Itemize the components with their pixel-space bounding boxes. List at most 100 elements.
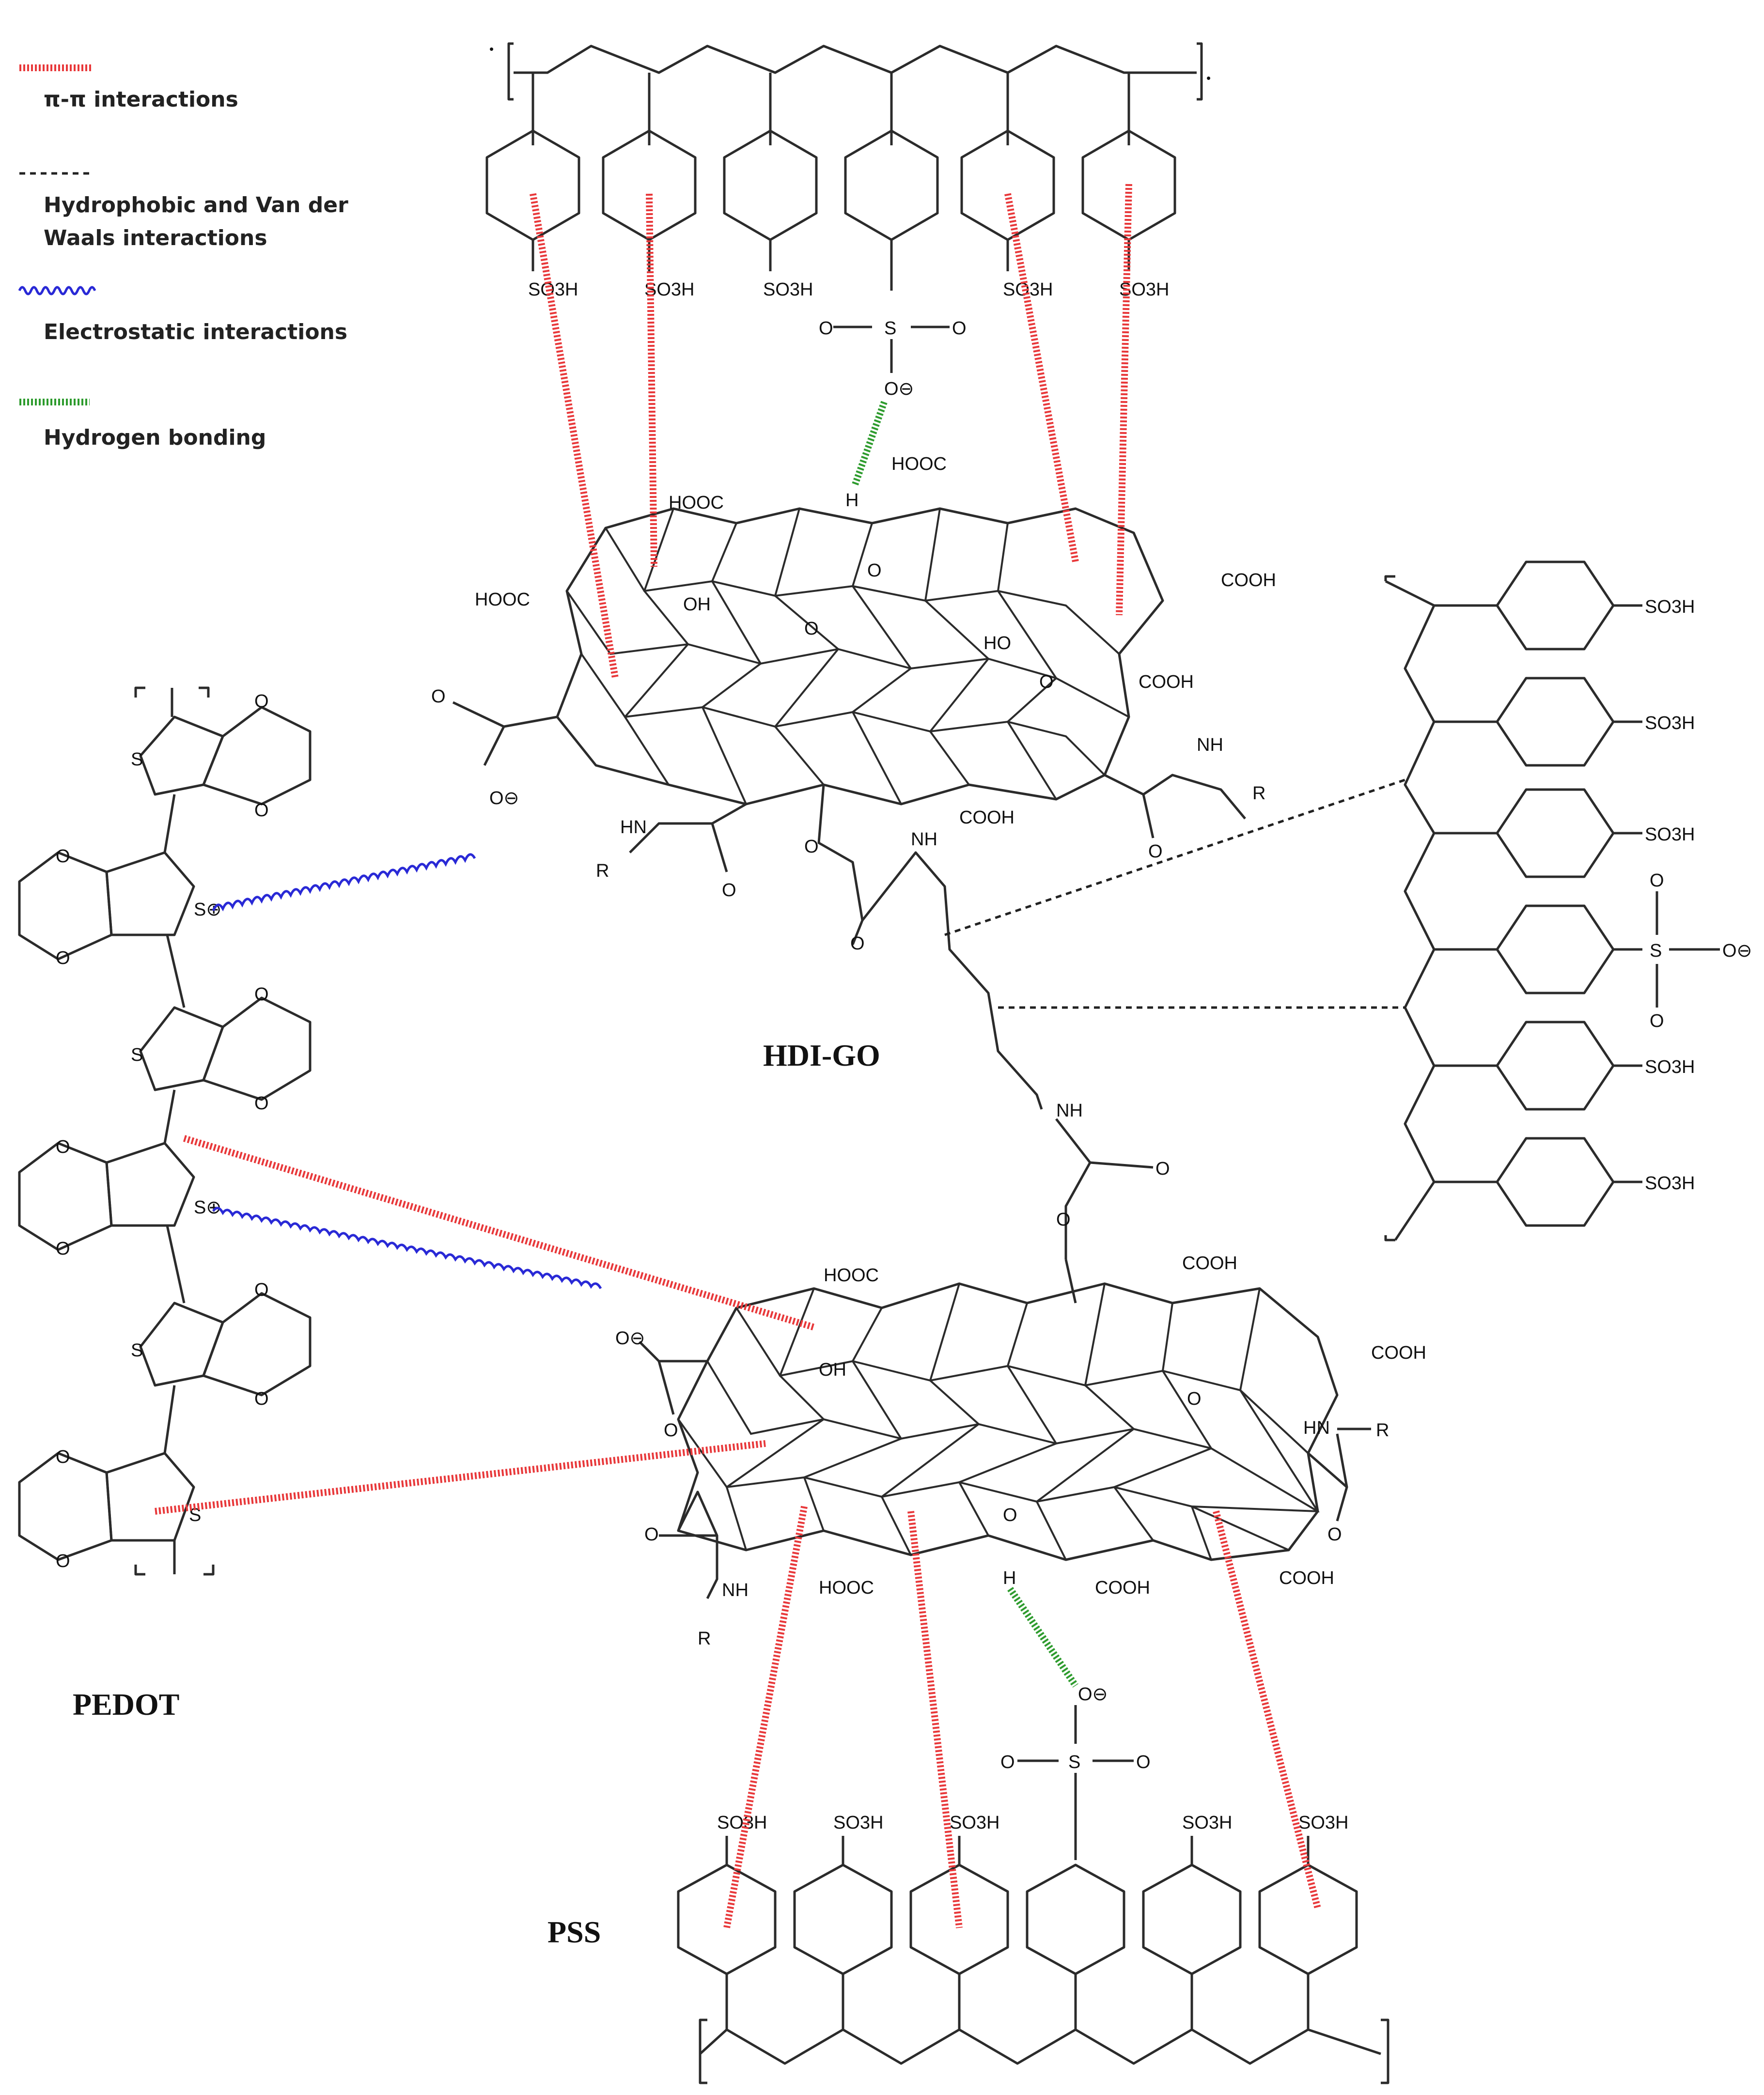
oxygen-label: O (56, 1137, 70, 1157)
pss-bottom-chain: O⊖ S O O SO3H SO3H SO3H SO3H SO3H (677, 1684, 1389, 2084)
carboxylate-oxygen-label: O⊖ (489, 788, 519, 808)
oxygen-label: O (1039, 672, 1054, 692)
legend-pipi-label: π-π interactions (44, 87, 238, 112)
oxygen-label: O (254, 1280, 269, 1300)
so3h-label: SO3H (1645, 597, 1695, 617)
hydrophobic-vdw-interactions (944, 778, 1405, 1009)
oxygen-label: O (722, 880, 736, 900)
so3h-label: SO3H (1645, 713, 1695, 733)
pss-top-chain: • • SO3H SO3 (485, 42, 1211, 399)
so3h-label: SO3H (644, 279, 694, 300)
r-label: R (1252, 783, 1265, 804)
oxygen-label: O (56, 1447, 70, 1467)
oxygen-label: O (1003, 1505, 1017, 1525)
legend-vdw-label-1: Hydrophobic and Van der (44, 193, 348, 217)
oxygen-label: O (1187, 1389, 1202, 1409)
so3h-label: SO3H (1182, 1813, 1232, 1833)
oxygen-label: O (254, 800, 269, 821)
nh-label: NH (911, 829, 937, 850)
sulfur-label: S (884, 318, 896, 339)
cooh-label: COOH (959, 807, 1015, 828)
nh-label: NH (1197, 735, 1223, 755)
so3h-label: SO3H (717, 1813, 767, 1833)
pss-right-chain: SO3H SO3H SO3H S O O O⊖ SO3H SO3H (1384, 560, 1752, 1241)
r-label: R (596, 861, 609, 881)
go-sheet-top: HOOC HOOC HOOC COOH COOH COOH OH HO H O … (431, 454, 1276, 1259)
hooc-label: HOOC (891, 454, 947, 474)
legend-electrostatic-swatch (18, 286, 96, 295)
oxygen-label: O (254, 691, 269, 712)
oxygen-label: O (1650, 870, 1664, 891)
oxygen-label: O (644, 1524, 659, 1545)
oxygen-label: O (254, 984, 269, 1005)
svg-text:•: • (489, 42, 494, 56)
oh-label: OH (819, 1360, 846, 1380)
so3h-label: SO3H (1645, 1173, 1695, 1194)
oxygen-label: O (254, 1389, 269, 1409)
oxygen-label: O (1327, 1524, 1342, 1545)
cooh-label: COOH (1279, 1568, 1334, 1588)
oxygen-label: O (1056, 1210, 1071, 1230)
so3h-label: SO3H (763, 279, 813, 300)
hydrogen-bonding-interactions (852, 401, 1078, 1688)
hooc-label: HOOC (819, 1578, 874, 1598)
pss-label: PSS (547, 1915, 601, 1949)
nh-label: NH (722, 1580, 749, 1600)
svg-text:•: • (1206, 71, 1211, 85)
so3h-label: SO3H (1645, 824, 1695, 845)
hooc-label: HOOC (475, 590, 530, 610)
oxygen-label: O (1136, 1752, 1151, 1772)
legend: π-π interactions Hydrophobic and Van der… (18, 64, 348, 450)
sulfonium-label: S⊕ (194, 900, 221, 920)
oxygen-label: O (804, 619, 819, 639)
oxygen-label: O (56, 1239, 70, 1259)
legend-electrostatic-label: Electrostatic interactions (44, 320, 347, 344)
hooc-label: HOOC (824, 1265, 879, 1286)
pedot-label: PEDOT (73, 1687, 179, 1722)
oxygen-label: O (1000, 1752, 1015, 1772)
sulfur-label: S (131, 1045, 143, 1065)
oxygen-label: O (804, 837, 819, 857)
oh-label: OH (683, 594, 711, 615)
hdi-go-label: HDI-GO (763, 1038, 880, 1072)
sulfonate-oxygen-label: O⊖ (884, 379, 914, 399)
oxygen-label: O (867, 560, 882, 581)
oxygen-label: O (254, 1093, 269, 1114)
oxygen-label: O (431, 686, 446, 707)
oxygen-label: O (664, 1420, 678, 1441)
sulfur-label: S (131, 1340, 143, 1361)
oxygen-label: O (819, 318, 833, 339)
so3h-label: SO3H (1645, 1057, 1695, 1077)
sulfur-label: S (1650, 941, 1662, 961)
hn-label: HN (620, 817, 647, 838)
cooh-label: COOH (1221, 570, 1276, 590)
pi-pi-interactions (155, 184, 1321, 1929)
oxygen-label: O (1148, 841, 1163, 862)
r-label: R (1376, 1420, 1389, 1441)
sulfur-label: S (131, 749, 143, 770)
carboxylate-oxygen-label: O⊖ (615, 1328, 645, 1349)
cooh-label: COOH (1095, 1578, 1150, 1598)
h-label: H (1003, 1568, 1016, 1588)
oxygen-label: O (56, 948, 70, 968)
cooh-label: COOH (1182, 1253, 1237, 1273)
hn-label: HN (1303, 1418, 1330, 1438)
h-label: H (845, 490, 859, 511)
sulfonate-oxygen-label: O⊖ (1722, 941, 1752, 961)
so3h-label: SO3H (833, 1813, 883, 1833)
ho-label: HO (983, 633, 1011, 653)
oxygen-label: O (1650, 1011, 1664, 1031)
oxygen-label: O (850, 933, 865, 954)
legend-vdw-label-2: Waals interactions (44, 226, 267, 250)
electrostatic-interactions (212, 853, 602, 1289)
cooh-label: COOH (1139, 672, 1194, 692)
hooc-label: HOOC (669, 493, 724, 513)
legend-hbond-label: Hydrogen bonding (44, 425, 266, 450)
oxygen-label: O (952, 318, 967, 339)
pedot-chain: S O O S⊕ O O S O O S⊕ O O S O O S O (18, 686, 312, 1576)
go-sheet-bottom: HOOC COOH COOH OH HOOC COOH COOH O H O O… (615, 1253, 1426, 1649)
nh-label: NH (1056, 1101, 1083, 1121)
oxygen-label: O (56, 1551, 70, 1571)
oxygen-label: O (56, 846, 70, 867)
